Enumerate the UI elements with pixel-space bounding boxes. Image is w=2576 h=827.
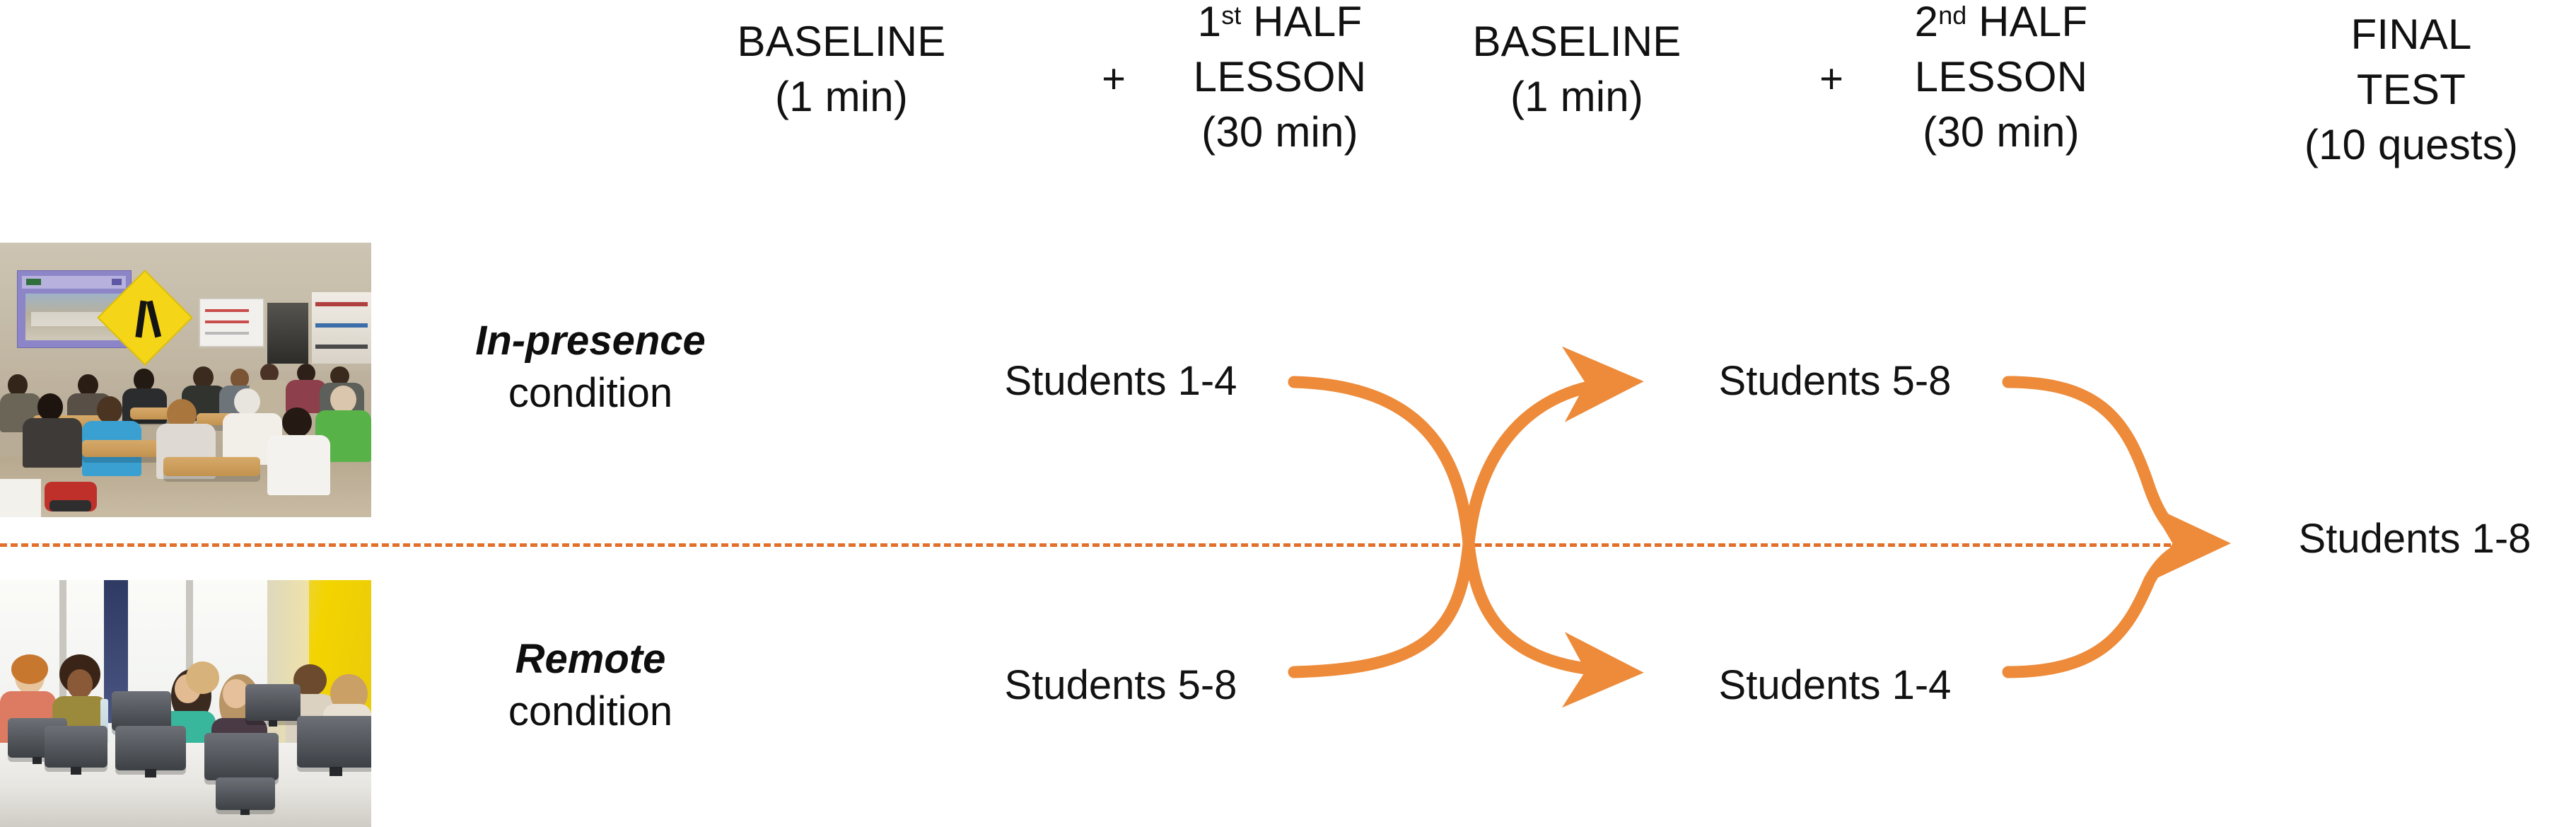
ordinal-suffix-2: nd [1938, 1, 1967, 30]
computer-monitor [215, 777, 275, 816]
computer-monitor [115, 725, 186, 777]
condition-name-remote: Remote [515, 636, 666, 682]
computer-monitor [204, 733, 279, 788]
header-second-half-line2: LESSON [1914, 53, 2088, 100]
header-second-half-word: HALF [1978, 0, 2088, 45]
whiteboard [198, 297, 265, 347]
arrow-converge-top [2002, 376, 2231, 582]
header-final-line1: FINAL [2350, 11, 2472, 58]
group-label-remote-first: Students 5-8 [1004, 662, 1237, 708]
lab-desk-front [0, 787, 371, 827]
condition-name-in-presence: In-presence [475, 318, 706, 364]
header-baseline-2-line2: (1 min) [1510, 73, 1644, 120]
header-second-half-line3: (30 min) [1923, 108, 2080, 156]
condition-label-in-presence: In-presence condition [392, 315, 788, 420]
student-head [96, 396, 123, 424]
computer-monitor [297, 715, 371, 777]
header-plus-2: + [1819, 56, 1843, 102]
header-second-half-line1: 2nd HALF [1867, 0, 2135, 50]
condition-suffix-in-presence: condition [508, 370, 673, 417]
condition-suffix-remote: condition [508, 688, 673, 735]
header-first-half-line3: (30 min) [1201, 108, 1358, 156]
arrow-in-presence-crossover [1288, 376, 1644, 708]
student-head [233, 388, 260, 416]
equipment-cabinet [267, 303, 308, 364]
header-baseline-2: BASELINE (1 min) [1428, 14, 1725, 125]
lab-student-hair [11, 654, 49, 684]
computer-monitor [45, 725, 108, 775]
student-head [193, 366, 214, 388]
student-head [37, 393, 64, 422]
group-label-remote-second: Students 1-4 [1718, 662, 1952, 708]
lab-student-head [223, 678, 249, 709]
classroom-photo [0, 243, 371, 517]
student-head [134, 369, 154, 391]
student-head [282, 407, 312, 438]
condition-label-remote: Remote condition [392, 633, 788, 738]
ordinal-number-1: 1 [1197, 0, 1222, 45]
lab-student-head [66, 669, 93, 699]
ordinal-number-2: 2 [1914, 0, 1939, 45]
student-desk [81, 440, 160, 457]
group-label-in-presence-first: Students 1-4 [1004, 358, 1237, 404]
student-body [22, 418, 82, 468]
group-label-final: Students 1-8 [2298, 516, 2531, 562]
group-label-in-presence-second: Students 5-8 [1718, 358, 1952, 404]
header-baseline-1-line2: (1 min) [774, 73, 909, 120]
header-final-test: FINAL TEST (10 quests) [2249, 7, 2574, 173]
condition-divider [0, 543, 2203, 547]
student-head [260, 363, 279, 383]
ordinal-suffix-1: st [1221, 1, 1242, 30]
computer-lab-photo [0, 580, 371, 827]
header-first-half-line2: LESSON [1193, 53, 1367, 100]
projection-screen [16, 270, 132, 349]
header-plus-1: + [1102, 56, 1126, 102]
backpack [45, 481, 97, 512]
header-baseline-1: BASELINE (1 min) [693, 14, 990, 125]
paper-stack [0, 478, 41, 517]
header-first-half-lesson: 1st HALF LESSON (30 min) [1146, 0, 1414, 160]
wall-shelf [312, 291, 371, 364]
computer-monitor [245, 683, 301, 727]
student-head [330, 385, 356, 413]
student-head [7, 374, 28, 397]
header-baseline-1-line1: BASELINE [737, 18, 946, 65]
header-final-line2: TEST [2356, 66, 2466, 113]
student-head [297, 363, 316, 383]
header-first-half-word: HALF [1253, 0, 1363, 45]
header-first-half-line1: 1st HALF [1146, 0, 1414, 50]
header-final-line3: (10 quests) [2304, 121, 2519, 168]
arrow-converge-bottom [2002, 505, 2231, 678]
student-desk [163, 456, 260, 476]
student-head [230, 369, 249, 388]
student-body [267, 434, 331, 495]
header-baseline-2-line1: BASELINE [1472, 18, 1682, 65]
water-bottle [100, 698, 109, 753]
lab-student-hair [185, 661, 219, 694]
student-head [78, 374, 99, 397]
arrow-remote-crossover [1288, 346, 1644, 678]
student-head [330, 366, 349, 386]
slide-header-bar [22, 276, 127, 289]
header-second-half-lesson: 2nd HALF LESSON (30 min) [1867, 0, 2135, 160]
